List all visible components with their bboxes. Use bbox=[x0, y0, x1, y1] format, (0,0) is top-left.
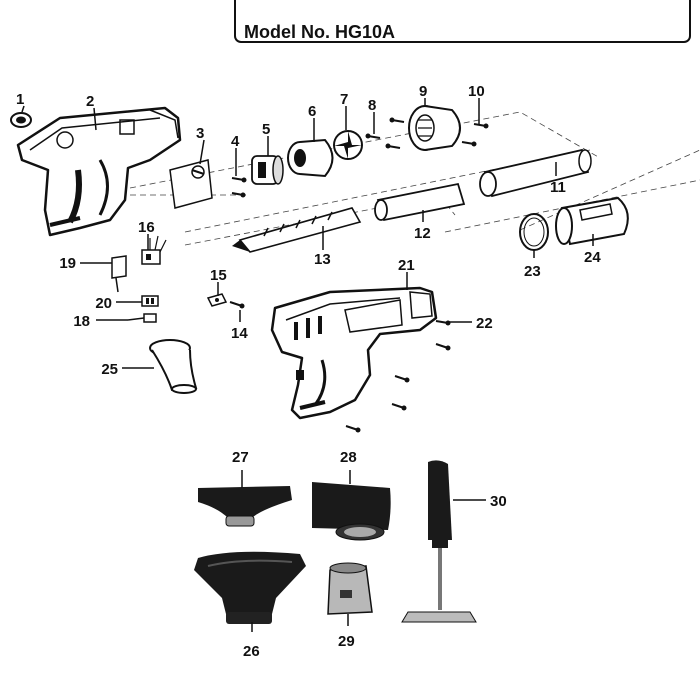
callout-4: 4 bbox=[231, 133, 240, 150]
callout-28: 28 bbox=[340, 449, 357, 466]
ring-icon bbox=[519, 213, 549, 251]
scraper-tool-icon bbox=[401, 460, 477, 623]
callout-1: 1 bbox=[16, 91, 24, 108]
part-28 bbox=[312, 482, 391, 541]
flat-nozzle-icon bbox=[198, 486, 292, 527]
part-13 bbox=[232, 207, 362, 253]
callout-12: 12 bbox=[414, 225, 431, 242]
callout-23: 23 bbox=[524, 263, 541, 280]
clamp-icon bbox=[206, 293, 228, 307]
callout-15: 15 bbox=[210, 267, 227, 284]
part-5 bbox=[251, 155, 284, 185]
callout-19: 19 bbox=[59, 255, 76, 272]
fan-housing-icon bbox=[287, 138, 334, 178]
bracket-icon bbox=[111, 255, 127, 293]
connector-icon bbox=[127, 313, 157, 323]
ring-nut-icon bbox=[10, 112, 32, 128]
fan-impeller-icon bbox=[333, 130, 363, 160]
part-1 bbox=[10, 112, 32, 128]
part-22 bbox=[345, 320, 451, 433]
outer-tube-icon bbox=[479, 148, 592, 198]
part-23 bbox=[519, 213, 549, 251]
callout-22: 22 bbox=[476, 315, 493, 332]
screw-icon bbox=[229, 301, 245, 309]
callout-27: 27 bbox=[232, 449, 249, 466]
part-21 bbox=[270, 286, 438, 420]
callout-16: 16 bbox=[138, 219, 155, 236]
screw-icon bbox=[231, 177, 247, 198]
part-2 bbox=[16, 106, 182, 237]
callout-26: 26 bbox=[243, 643, 260, 660]
callout-9: 9 bbox=[419, 83, 427, 100]
callout-3: 3 bbox=[196, 125, 204, 142]
callout-5: 5 bbox=[262, 121, 270, 138]
part-25 bbox=[149, 339, 198, 394]
part-15 bbox=[206, 293, 228, 307]
leader-lines bbox=[21, 98, 594, 632]
callout-18: 18 bbox=[73, 313, 90, 330]
housing-half-right-icon bbox=[270, 286, 438, 420]
screw-icon bbox=[365, 117, 405, 149]
part-18 bbox=[127, 313, 157, 323]
inner-tube-icon bbox=[374, 182, 466, 222]
wide-nozzle-icon bbox=[194, 551, 306, 624]
model-label: Model No. HG10A bbox=[244, 22, 395, 42]
callout-25: 25 bbox=[101, 361, 118, 378]
part-24 bbox=[555, 196, 629, 246]
part-30 bbox=[401, 460, 477, 623]
switch-plate-icon bbox=[169, 159, 213, 209]
part-6 bbox=[287, 138, 334, 178]
callout-30: 30 bbox=[490, 493, 507, 510]
callout-6: 6 bbox=[308, 103, 316, 120]
header-model-box: Model No. HG10A bbox=[234, 0, 691, 43]
part-8 bbox=[365, 117, 405, 149]
cable-sleeve-icon bbox=[149, 339, 198, 394]
part-9 bbox=[408, 105, 461, 151]
part-11 bbox=[479, 148, 592, 198]
part-20 bbox=[141, 295, 159, 307]
part-7 bbox=[333, 130, 363, 160]
callout-10: 10 bbox=[468, 83, 485, 100]
switch-icon bbox=[141, 235, 167, 265]
terminal-block-icon bbox=[141, 295, 159, 307]
part-16 bbox=[141, 235, 167, 265]
part-29 bbox=[327, 562, 373, 615]
part-3 bbox=[169, 159, 213, 209]
part-26 bbox=[194, 551, 306, 624]
callout-29: 29 bbox=[338, 633, 355, 650]
nozzle-cap-icon bbox=[555, 196, 629, 246]
callout-14: 14 bbox=[231, 325, 248, 342]
screw-icon bbox=[461, 123, 489, 147]
callout-20: 20 bbox=[95, 295, 112, 312]
callout-2: 2 bbox=[86, 93, 94, 110]
air-inlet-grille-icon bbox=[408, 105, 461, 151]
callout-11: 11 bbox=[550, 179, 566, 196]
part-10 bbox=[461, 123, 489, 147]
reflector-nozzle-icon bbox=[312, 482, 391, 541]
part-12 bbox=[374, 182, 466, 222]
part-27 bbox=[198, 486, 292, 527]
heating-element-icon bbox=[232, 207, 362, 253]
part-4 bbox=[231, 177, 247, 198]
screw-icon bbox=[345, 320, 451, 433]
callout-numbers: 1 2 3 4 5 6 7 8 9 10 11 12 13 14 15 16 1… bbox=[16, 83, 601, 660]
reducer-nozzle-icon bbox=[327, 562, 373, 615]
part-19 bbox=[111, 255, 127, 293]
motor-icon bbox=[251, 155, 284, 185]
callout-13: 13 bbox=[314, 251, 331, 268]
callout-7: 7 bbox=[340, 91, 348, 108]
part-14 bbox=[229, 301, 245, 309]
callout-8: 8 bbox=[368, 97, 376, 114]
callout-24: 24 bbox=[584, 249, 601, 266]
housing-half-left-icon bbox=[16, 106, 182, 237]
callout-21: 21 bbox=[398, 257, 415, 274]
